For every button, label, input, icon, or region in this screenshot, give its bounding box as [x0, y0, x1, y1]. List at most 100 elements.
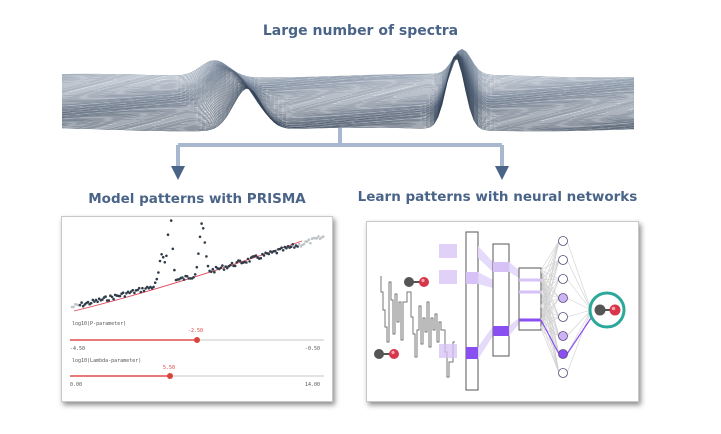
- co-molecule-icon: [374, 349, 399, 359]
- data-point: [86, 300, 90, 304]
- data-point: [181, 276, 184, 279]
- p-slider-handle[interactable]: [194, 337, 200, 343]
- arrow-down-right-icon: [495, 166, 509, 180]
- data-point: [198, 235, 202, 239]
- output-neuron: [558, 312, 568, 322]
- slider1-label: log10(P-parameter): [72, 321, 127, 327]
- data-point: [238, 259, 242, 263]
- data-point: [280, 246, 283, 249]
- data-point: [160, 253, 163, 256]
- lambda-parameter-slider[interactable]: [70, 373, 324, 379]
- left-section-title: Model patterns with PRISMA: [88, 191, 306, 207]
- input-spectrum-trace: [380, 276, 455, 378]
- data-point: [205, 255, 208, 258]
- data-point: [230, 261, 234, 265]
- data-point: [152, 285, 155, 289]
- data-point: [293, 246, 296, 249]
- data-point: [185, 275, 189, 278]
- data-point: [78, 303, 82, 307]
- right-section-title: Learn patterns with neural networks: [357, 189, 638, 205]
- data-point: [222, 268, 226, 271]
- data-point: [321, 235, 325, 238]
- data-point: [118, 294, 122, 298]
- top-title: Large number of spectra: [262, 23, 459, 39]
- output-neuron: [558, 255, 568, 265]
- data-point: [192, 276, 195, 279]
- data-point: [195, 265, 199, 269]
- data-point: [289, 245, 293, 249]
- data-point: [133, 291, 136, 295]
- slider1-min: -4.50: [70, 346, 86, 352]
- slider2-value: 5.50: [163, 365, 176, 371]
- data-point: [233, 264, 237, 268]
- output-neuron: [558, 331, 568, 341]
- data-point: [171, 247, 175, 251]
- data-point: [297, 242, 301, 246]
- slider1-value: -2.50: [188, 328, 204, 334]
- data-point: [131, 288, 135, 292]
- lambda-slider-handle[interactable]: [167, 373, 173, 379]
- slider2-min: 0.00: [70, 382, 83, 388]
- data-point: [229, 263, 232, 267]
- data-point: [89, 301, 93, 305]
- data-point: [285, 246, 288, 250]
- data-point: [224, 265, 227, 268]
- input-layer-bar: [465, 231, 479, 391]
- output-neuron: [558, 236, 568, 246]
- data-point: [235, 261, 239, 264]
- data-point: [144, 287, 147, 290]
- data-point: [137, 286, 141, 290]
- p-parameter-slider[interactable]: [70, 337, 324, 343]
- slider1-max: -0.50: [305, 346, 321, 352]
- data-point: [275, 251, 279, 255]
- data-point: [173, 268, 176, 272]
- data-point: [158, 259, 162, 263]
- data-point: [142, 289, 146, 293]
- co-molecule-icon: [404, 277, 429, 287]
- data-point: [107, 299, 111, 302]
- data-point: [259, 256, 263, 260]
- prisma-spectrum-plot: [70, 219, 325, 312]
- data-point: [221, 264, 224, 267]
- neural-network-panel: [366, 221, 639, 402]
- data-point: [139, 290, 143, 294]
- data-point: [254, 254, 258, 257]
- data-point: [315, 237, 319, 240]
- data-point: [206, 264, 210, 268]
- slider2-max: 14.00: [305, 382, 321, 388]
- data-point: [81, 304, 85, 308]
- data-point: [157, 271, 160, 274]
- prisma-panel: log10(P-parameter) -2.50 -4.50 -0.50 log…: [61, 216, 333, 402]
- data-point: [97, 297, 101, 300]
- data-point: [112, 297, 115, 301]
- data-point: [193, 273, 197, 276]
- spectra-waterfall: [61, 48, 635, 132]
- neural-network-diagram: [374, 231, 626, 391]
- output-neuron: [558, 349, 568, 359]
- data-point: [273, 249, 277, 253]
- data-point: [161, 255, 165, 259]
- data-point: [281, 249, 285, 252]
- data-point: [201, 227, 205, 230]
- data-point: [123, 295, 127, 298]
- output-neuron: [558, 368, 568, 378]
- data-point: [211, 267, 215, 271]
- data-point: [307, 238, 311, 241]
- data-point: [163, 261, 167, 264]
- co-molecule-icon: [594, 304, 621, 316]
- data-point: [245, 261, 248, 264]
- output-neuron: [558, 293, 568, 303]
- data-point: [121, 291, 125, 294]
- data-point: [110, 295, 114, 299]
- hidden-layer-1: [492, 243, 510, 357]
- data-point: [209, 270, 213, 274]
- data-point: [248, 260, 251, 263]
- data-point: [225, 266, 229, 270]
- data-point: [182, 278, 186, 281]
- data-point: [203, 241, 207, 244]
- data-point: [101, 298, 104, 301]
- data-point: [96, 300, 99, 303]
- data-point: [153, 281, 157, 284]
- data-point: [213, 270, 216, 274]
